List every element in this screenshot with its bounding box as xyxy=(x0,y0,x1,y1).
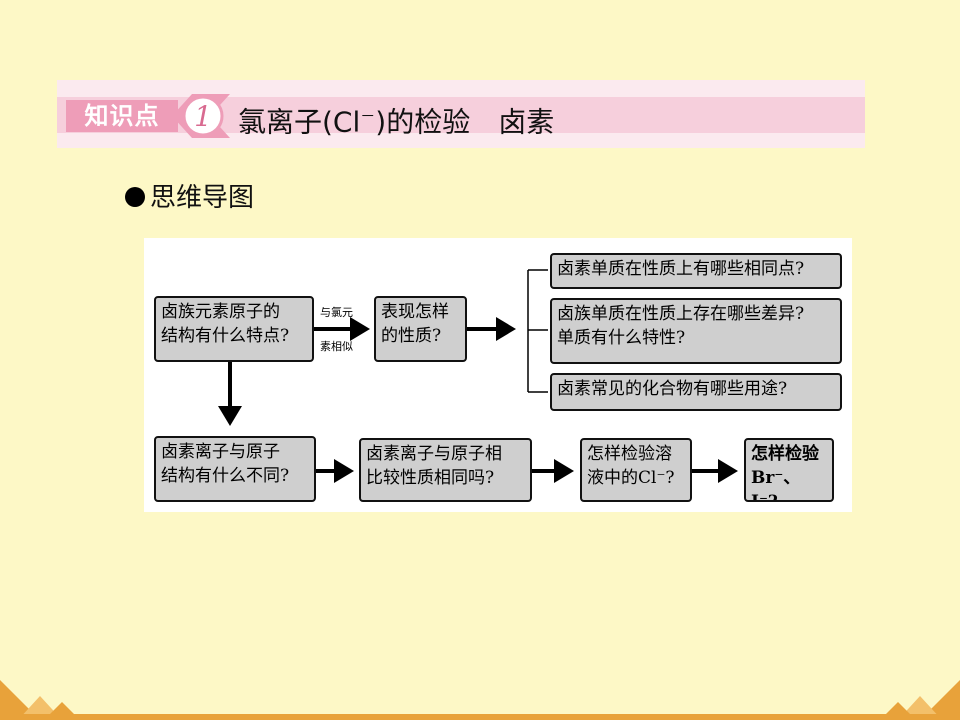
bullet-icon xyxy=(125,187,145,207)
page-title: 氯离子(Cl－)的检验 卤素 xyxy=(238,96,554,142)
bottom-border xyxy=(0,714,960,720)
edge-label-bottom: 素相似 xyxy=(320,340,353,353)
node-compounds: 卤素常见的化合物有哪些用途? xyxy=(550,373,842,411)
node-similarities: 卤素单质在性质上有哪些相同点? xyxy=(550,253,842,289)
node-halogen-structure: 卤族元素原子的 结构有什么特点? xyxy=(154,296,314,362)
node-ion-atom-compare: 卤素离子与原子相 比较性质相同吗? xyxy=(359,438,532,502)
badge-number: 1 xyxy=(194,100,212,133)
edge-label-top: 与氯元 xyxy=(320,306,353,319)
knowledge-point-label: 知识点 xyxy=(66,100,178,132)
section-title: 思维导图 xyxy=(150,183,255,213)
node-differences: 卤族单质在性质上存在哪些差异? 单质有什么特性? xyxy=(550,298,842,364)
knowledge-point-badge-icon: 1 xyxy=(172,94,230,138)
node-detect-br-i: 怎样检验 Br⁻、I⁻? xyxy=(744,438,834,502)
title-superscript: － xyxy=(360,107,376,125)
title-main: 氯离子(Cl xyxy=(238,105,361,139)
node-properties: 表现怎样 的性质? xyxy=(374,296,467,362)
title-rest: )的检验 卤素 xyxy=(375,105,555,139)
node-ion-vs-atom: 卤素离子与原子 结构有什么不同? xyxy=(154,436,316,502)
node-detect-cl: 怎样检验溶 液中的Cl⁻? xyxy=(580,438,692,502)
